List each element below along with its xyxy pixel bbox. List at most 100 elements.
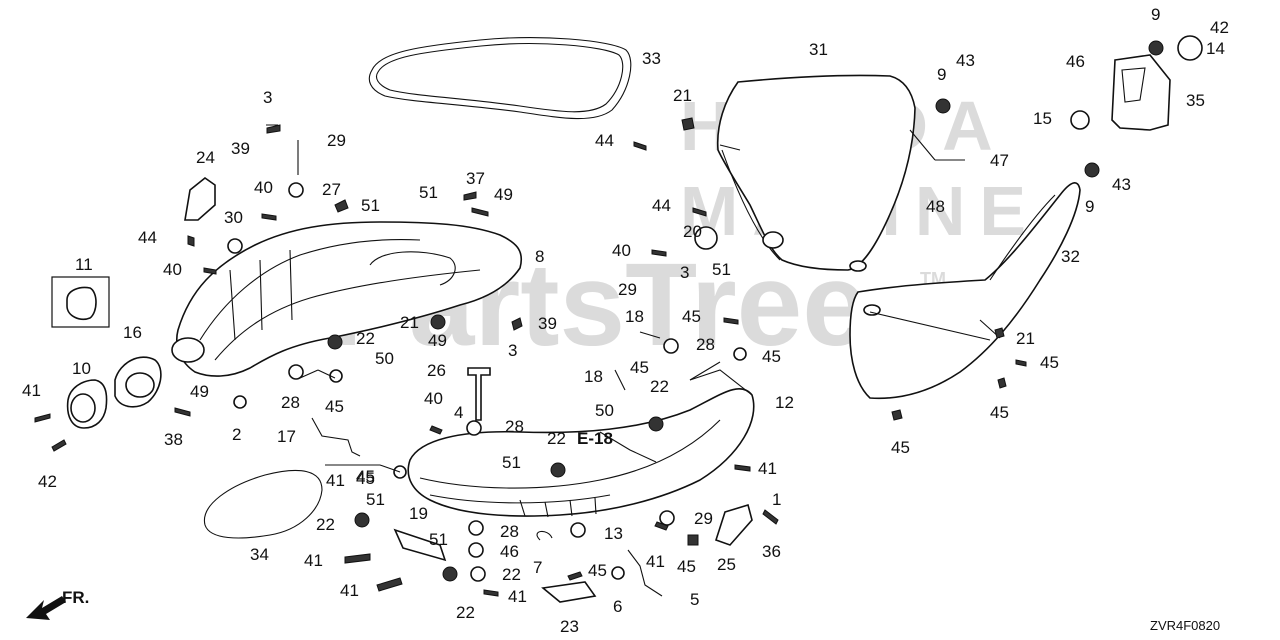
- callout-17[interactable]: 17: [277, 427, 296, 446]
- callout-41[interactable]: 40: [254, 178, 273, 197]
- callout-22[interactable]: 22: [356, 329, 375, 348]
- callout-46[interactable]: 45: [356, 469, 375, 488]
- part-19-plate[interactable]: [393, 528, 447, 562]
- callout-31[interactable]: 29: [618, 280, 637, 299]
- callout-45[interactable]: 44: [652, 196, 671, 215]
- section-ref[interactable]: E-18: [577, 429, 613, 448]
- callout-42[interactable]: 41: [304, 551, 323, 570]
- callout-45[interactable]: 45: [677, 557, 696, 576]
- callout-21[interactable]: 21: [1016, 329, 1035, 348]
- callout-3[interactable]: 3: [263, 88, 272, 107]
- callout-39[interactable]: 38: [164, 430, 183, 449]
- callout-9[interactable]: 9: [1151, 5, 1160, 24]
- callout-4[interactable]: 4: [454, 403, 463, 422]
- callout-50[interactable]: 49: [190, 382, 209, 401]
- callout-30[interactable]: 29: [327, 131, 346, 150]
- callout-13[interactable]: 13: [604, 524, 623, 543]
- part-12-lower-cover[interactable]: [407, 388, 755, 517]
- part-34-side-panel[interactable]: [849, 182, 1081, 400]
- callout-47[interactable]: 45: [325, 397, 344, 416]
- callout-28[interactable]: 28: [696, 335, 715, 354]
- callout-49[interactable]: 46: [1066, 52, 1085, 71]
- callout-49[interactable]: 47: [990, 151, 1009, 170]
- callout-28[interactable]: 27: [322, 180, 341, 199]
- callout-46[interactable]: 45: [762, 347, 781, 366]
- callout-41[interactable]: 41: [646, 552, 665, 571]
- callout-38[interactable]: 36: [762, 542, 781, 561]
- part-25-clip[interactable]: [184, 177, 216, 221]
- callout-44[interactable]: 43: [1112, 175, 1131, 194]
- callout-10[interactable]: 10: [72, 359, 91, 378]
- callout-50[interactable]: 49: [494, 185, 513, 204]
- callout-52[interactable]: 51: [361, 196, 380, 215]
- callout-51[interactable]: 51: [502, 453, 521, 472]
- part-35-seal[interactable]: [368, 37, 632, 120]
- callout-3[interactable]: 3: [680, 263, 689, 282]
- callout-15[interactable]: 15: [1033, 109, 1052, 128]
- part-27-pin[interactable]: [467, 367, 491, 421]
- callout-52[interactable]: 51: [419, 183, 438, 202]
- callout-44[interactable]: 42: [1210, 18, 1229, 37]
- callout-12[interactable]: 12: [775, 393, 794, 412]
- part-15-washer[interactable]: [1070, 110, 1090, 130]
- callout-43[interactable]: 41: [22, 381, 41, 400]
- callout-23[interactable]: 22: [502, 565, 521, 584]
- callout-34[interactable]: 32: [1061, 247, 1080, 266]
- part-17-wire[interactable]: [311, 417, 361, 457]
- callout-2[interactable]: 2: [232, 425, 241, 444]
- callout-45[interactable]: 45: [588, 561, 607, 580]
- callout-44[interactable]: 43: [956, 51, 975, 70]
- callout-5[interactable]: 5: [690, 590, 699, 609]
- callout-3[interactable]: 3: [508, 341, 517, 360]
- callout-49[interactable]: 48: [926, 197, 945, 216]
- part-14-fitting[interactable]: [1177, 35, 1203, 61]
- callout-37[interactable]: 35: [1186, 91, 1205, 110]
- part-11-grommet[interactable]: [66, 286, 97, 321]
- callout-6[interactable]: 6: [613, 597, 622, 616]
- callout-45[interactable]: 45: [891, 438, 910, 457]
- callout-26[interactable]: 25: [717, 555, 736, 574]
- callout-45[interactable]: 45: [990, 403, 1009, 422]
- part-5-cable[interactable]: [627, 549, 663, 597]
- callout-1[interactable]: 1: [772, 490, 781, 509]
- callout-21[interactable]: 21: [673, 86, 692, 105]
- part-36-gasket[interactable]: [203, 469, 323, 539]
- callout-45[interactable]: 45: [1040, 353, 1059, 372]
- callout-48[interactable]: 46: [500, 542, 519, 561]
- callout-22[interactable]: 22: [650, 377, 669, 396]
- callout-41[interactable]: 41: [508, 587, 527, 606]
- callout-22[interactable]: 22: [456, 603, 475, 622]
- callout-19[interactable]: 19: [409, 504, 428, 523]
- callout-40[interactable]: 40: [424, 389, 443, 408]
- callout-20[interactable]: 20: [683, 222, 702, 241]
- callout-41[interactable]: 40: [163, 260, 182, 279]
- callout-11[interactable]: 11: [75, 255, 93, 274]
- callout-42[interactable]: 41: [340, 581, 359, 600]
- callout-41[interactable]: 41: [326, 471, 345, 490]
- callout-28[interactable]: 28: [505, 417, 524, 436]
- callout-51[interactable]: 50: [595, 401, 614, 420]
- part-20-grommet[interactable]: [694, 226, 718, 250]
- callout-45[interactable]: 45: [682, 307, 701, 326]
- callout-33[interactable]: 31: [809, 40, 828, 59]
- callout-18[interactable]: 18: [584, 367, 603, 386]
- part-8-upper-cover[interactable]: [176, 221, 522, 377]
- callout-41[interactable]: 41: [758, 459, 777, 478]
- callout-51[interactable]: 49: [428, 331, 447, 350]
- callout-40[interactable]: 39: [538, 314, 557, 333]
- callout-29[interactable]: 28: [500, 522, 519, 541]
- callout-45[interactable]: 44: [595, 131, 614, 150]
- callout-32[interactable]: 30: [224, 208, 243, 227]
- part-26-bracket[interactable]: [715, 503, 753, 546]
- callout-51[interactable]: 50: [375, 349, 394, 368]
- callout-40[interactable]: 39: [231, 139, 250, 158]
- callout-51[interactable]: 51: [429, 530, 448, 549]
- callout-18[interactable]: 18: [625, 307, 644, 326]
- callout-22[interactable]: 22: [316, 515, 335, 534]
- callout-45[interactable]: 44: [138, 228, 157, 247]
- callout-45[interactable]: 45: [630, 358, 649, 377]
- callout-24[interactable]: 23: [560, 617, 579, 636]
- callout-43[interactable]: 42: [38, 472, 57, 491]
- callout-36[interactable]: 34: [250, 545, 269, 564]
- callout-16[interactable]: 16: [123, 323, 142, 342]
